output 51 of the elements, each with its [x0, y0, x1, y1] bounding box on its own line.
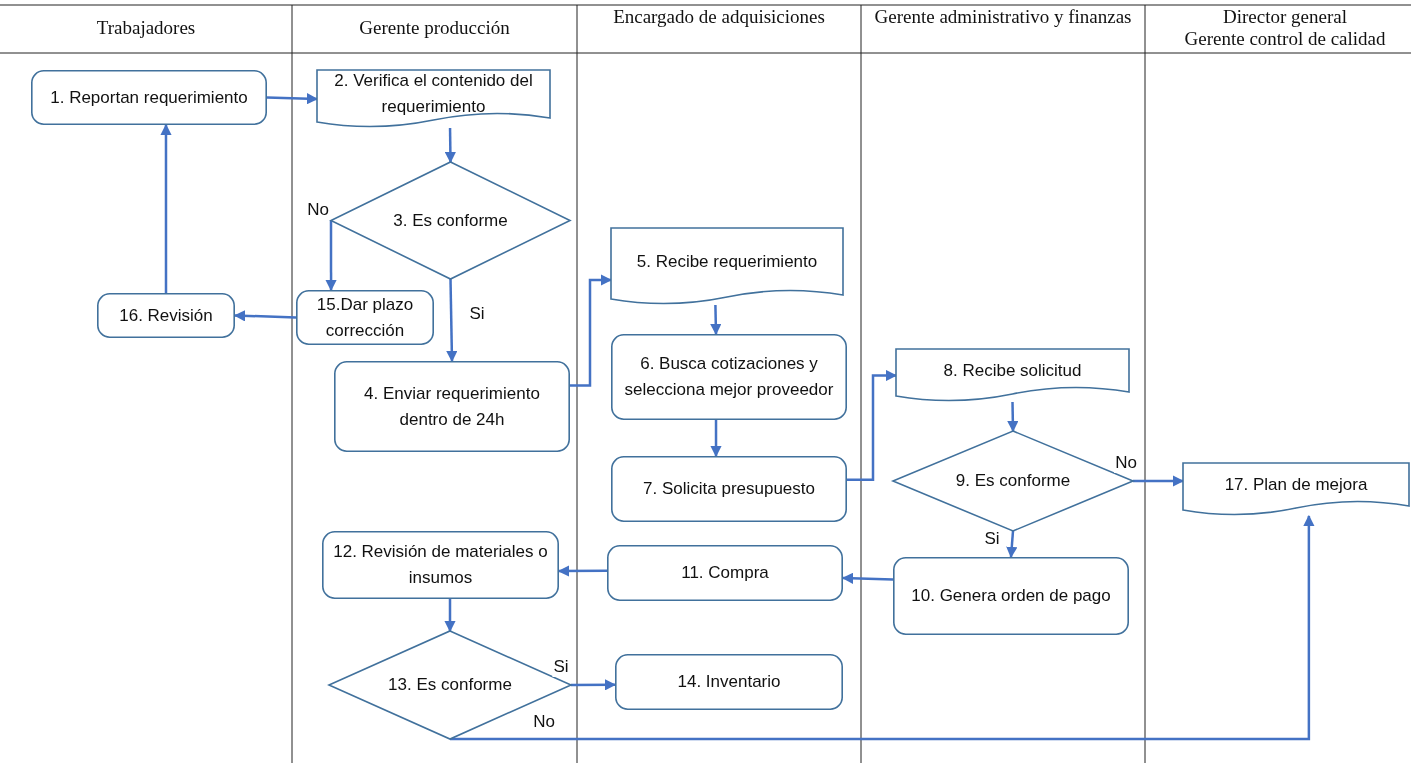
arrow	[450, 514, 1315, 741]
arrow	[160, 123, 172, 293]
process-box	[607, 545, 843, 601]
process-box	[296, 290, 434, 345]
arrow	[444, 599, 456, 633]
decision-diamond	[329, 631, 571, 739]
step-label: 11. Compra	[680, 562, 770, 584]
document-shape	[611, 228, 843, 305]
document-shape	[1183, 463, 1409, 516]
edge-label: No	[1114, 453, 1138, 473]
process-box	[611, 334, 847, 420]
arrow	[710, 420, 722, 458]
step-label: 6. Busca cotizaciones y selecciona mejor proveedor	[623, 353, 835, 401]
step-label: 17. Plan de mejora	[1223, 473, 1369, 496]
arrow	[446, 278, 458, 363]
step-label: 7. Solicita presupuesto	[642, 478, 816, 500]
process-box	[334, 361, 570, 452]
lane-header: Gerente control de calidad	[1183, 28, 1387, 50]
step-label: 3. Es conforme	[392, 209, 509, 232]
step-label: 9. Es conforme	[954, 470, 1072, 492]
lane-header: Gerente administrativo y finanzas	[873, 6, 1133, 28]
arrow	[325, 220, 337, 292]
decision-diamond	[331, 162, 570, 279]
step-label: 5. Recibe requerimiento	[635, 250, 819, 273]
process-box	[322, 531, 559, 599]
process-box	[615, 654, 843, 710]
lane-header: Gerente producción	[358, 17, 511, 39]
process-box	[97, 293, 235, 338]
step-label: 13. Es conforme	[387, 674, 513, 696]
edge-label: Si	[552, 657, 570, 677]
step-label: 4. Enviar requerimiento dentro de 24h	[363, 382, 541, 431]
arrow	[1006, 530, 1018, 559]
step-label: 2. Verifica el contenido del requerimiento	[333, 70, 534, 118]
lane-header: Trabajadores	[95, 17, 197, 39]
step-label: 8. Recibe solicitud	[942, 359, 1083, 382]
step-label: 12. Revisión de materiales o insumos	[332, 541, 549, 589]
arrow	[444, 128, 456, 164]
step-label: 15.Dar plazo corrección	[315, 293, 415, 342]
process-box	[31, 70, 267, 125]
arrow	[710, 304, 722, 336]
lane-header: Encargado de adquisiciones	[612, 6, 826, 28]
process-box	[893, 557, 1129, 635]
arrow	[1007, 401, 1019, 433]
step-label: 10. Genera orden de pago	[910, 585, 1112, 607]
step-label: 1. Reportan requerimiento	[49, 86, 249, 109]
process-box	[611, 456, 847, 522]
lane-header: Director general	[1222, 6, 1348, 28]
step-label: 14. Inventario	[676, 671, 782, 693]
document-shape	[317, 70, 550, 128]
step-label: 16. Revisión	[118, 304, 214, 327]
document-shape	[896, 349, 1129, 402]
